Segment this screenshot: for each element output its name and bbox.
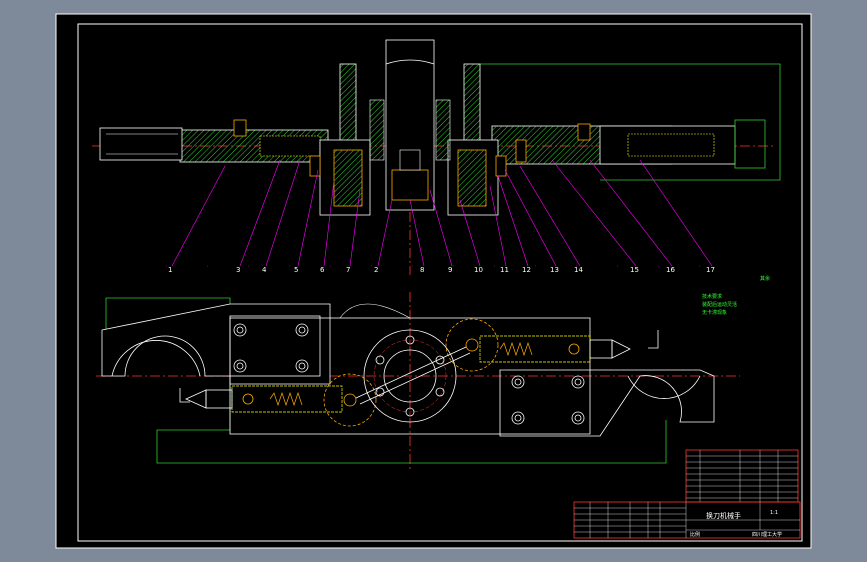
part-number-labels: 1 3 4 5 6 7 2 8 9 10 11 12 13 14 15 16 1… — [168, 266, 715, 274]
scale-label: 比例 — [690, 531, 700, 538]
drawing-border — [77, 23, 803, 542]
part-number-11: 11 — [500, 266, 509, 274]
hub-outer-circle — [363, 329, 457, 423]
bolt-holes — [233, 323, 585, 425]
tech-notes-heading: 技术要求 — [702, 293, 722, 300]
bearing-left — [333, 149, 363, 207]
part-number-12: 12 — [522, 266, 531, 274]
part-number-10: 10 — [474, 266, 483, 274]
part-number-2: 2 — [374, 266, 378, 274]
cam-upper — [445, 318, 499, 372]
swing-envelope — [106, 297, 667, 464]
part-number-9: 9 — [448, 266, 452, 274]
part-number-6: 6 — [320, 266, 325, 274]
right-gripper — [499, 369, 715, 437]
plan-view — [96, 292, 740, 470]
title-block: 换刀机械手 比例 1:1 四川理工大学 — [573, 449, 801, 539]
part-number-13: 13 — [550, 266, 559, 274]
part-number-17: 17 — [706, 266, 715, 274]
part-number-4: 4 — [262, 266, 267, 274]
leader-lines — [171, 159, 713, 267]
bearing-right — [457, 149, 487, 207]
section-view: 1 3 4 5 6 7 2 8 9 10 11 12 13 14 15 16 1… — [92, 39, 781, 275]
part-number-15: 15 — [630, 266, 639, 274]
left-gripper — [101, 303, 331, 385]
scale-value: 1:1 — [770, 510, 778, 516]
drawing-title: 换刀机械手 — [706, 511, 741, 520]
part-number-5: 5 — [294, 266, 298, 274]
roughness-mark: 其余 — [760, 275, 770, 282]
part-number-14: 14 — [574, 266, 583, 274]
part-number-8: 8 — [420, 266, 424, 274]
hub-bore — [383, 349, 437, 403]
tech-notes-line-1: 装配后运动灵活 — [702, 301, 737, 308]
cam-lower — [323, 373, 377, 427]
spring-cylinder-upper — [479, 335, 631, 363]
part-number-1: 1 — [168, 266, 172, 274]
school-name: 四川理工大学 — [752, 531, 782, 538]
part-number-7: 7 — [346, 266, 350, 274]
part-number-16: 16 — [666, 266, 675, 274]
tech-notes-line-2: 无卡滞现象 — [702, 309, 727, 316]
spring-cylinder-lower — [185, 385, 343, 413]
technical-notes: 技术要求 装配后运动灵活 无卡滞现象 其余 — [702, 275, 770, 316]
part-number-3: 3 — [236, 266, 240, 274]
